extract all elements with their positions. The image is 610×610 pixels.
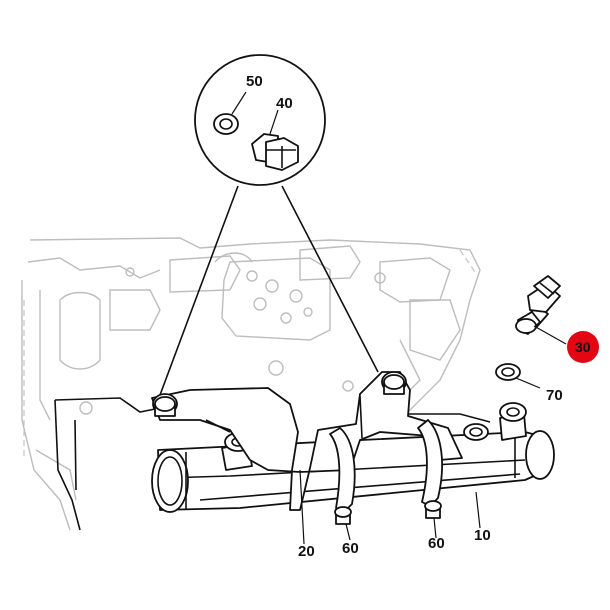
casting-outline [54,397,491,531]
callout-50: 50 [246,73,263,90]
detail-view [159,54,379,396]
callout-60-left: 60 [342,540,359,557]
callout-20: 20 [298,543,315,560]
callout-10: 10 [474,527,491,544]
callout-60-right: 60 [428,535,445,552]
leader-lines [231,91,567,545]
temperature-sensor [515,275,561,335]
bracket-bolt-right [381,371,407,395]
sealing-washer [495,363,521,381]
clamp-bolt-left [334,506,352,525]
callout-30-highlight [567,331,599,363]
callout-70: 70 [546,387,563,404]
callout-40: 40 [276,95,293,112]
mounting-bracket [151,371,463,511]
bracket-bolt-left [152,393,178,417]
engine-block-outline [21,237,481,531]
clamp-bolt-right [424,500,442,519]
pipe-fitting-right [499,402,527,441]
callout-30: 30 [575,339,591,355]
